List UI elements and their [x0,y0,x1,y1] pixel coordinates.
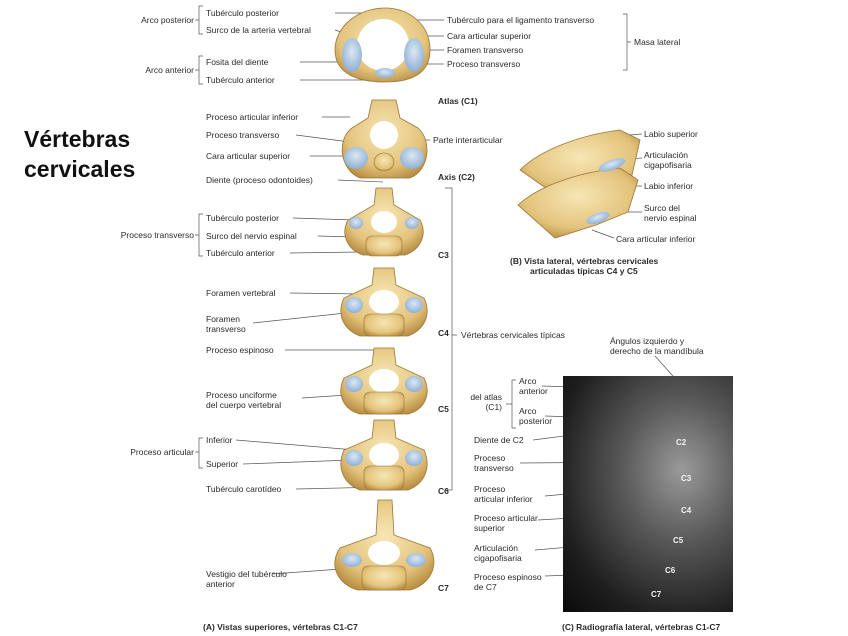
label-superior-lip: Labio superior [644,129,698,139]
xray-c6: C6 [665,566,676,575]
label-atlas-group-2: (C1) [485,402,502,412]
label-pars-interarticularis: Parte interarticular [433,135,503,145]
label-xray-iap-1: Proceso [474,484,506,494]
label-vertebral-body: del cuerpo vertebral [206,400,282,410]
xray-c5: C5 [673,536,684,545]
page-title: Vértebras cervicales [24,126,136,182]
c3-group-transverse-process: Proceso transverso [120,230,194,240]
label-axis-superior-facet: Cara articular superior [206,151,291,161]
label-c2-dens: Diente de C2 [474,435,524,445]
caption-a: (A) Vistas superiores, vértebras C1-C7 [203,622,358,632]
label-transverse-process: Proceso transverso [447,59,521,69]
c6-group-articular-process: Proceso articular [130,447,194,457]
xray-c4: C4 [681,506,692,515]
label-zygapophyseal-2: cigapofisaria [644,160,692,170]
c7-illustration [334,499,435,591]
label-typical-cervical: Vértebras cervicales típicas [461,330,565,340]
caption-b-1: (B) Vista lateral, vértebras cervicales [510,256,659,266]
label-xray-zyg-1: Articulación [474,543,518,553]
caption-c: (C) Radiografía lateral, vértebras C1-C7 [562,622,721,632]
c6-name: C6 [438,486,449,496]
label-arch-2: Arco [519,406,537,416]
xray-c2: C2 [676,438,687,447]
caption-b-2: articuladas típicas C4 y C5 [530,266,638,276]
label-transverse-foramen: Foramen transverso [447,45,524,55]
label-carotid-tubercle: Tubérculo carotídeo [206,484,282,494]
c4-illustration [340,267,428,337]
label-c4-foramen: Foramen [206,314,241,324]
label-mandible-2: derecho de la mandíbula [610,346,704,356]
label-vertebral-foramen: Foramen vertebral [206,288,276,298]
label-transverse-ligament-tubercle: Tubérculo para el ligamento transverso [447,15,595,25]
label-dens: Diente (proceso odontoides) [206,175,313,185]
label-inferior-lip: Labio inferior [644,181,694,191]
atlas-illustration [334,7,431,83]
label-xray-tp-2: transverso [474,463,514,473]
lateral-vertebrae-illustration [517,129,641,239]
label-spinal-nerve-groove: Surco del nervio espinal [206,231,297,241]
label-axis-transverse-process: Proceso transverso [206,130,280,140]
label-arch-anterior: anterior [519,386,548,396]
c3-illustration [344,187,424,257]
label-uncinate-process: Proceso unciforme [206,390,277,400]
label-mandible-1: Ángulos izquierdo y [610,336,685,346]
atlas-name: Atlas (C1) [438,96,478,106]
atlas-group-anterior-arch: Arco anterior [145,65,194,75]
c4-name: C4 [438,328,449,338]
label-arch-posterior: posterior [519,416,553,426]
label-xray-tp-1: Proceso [474,453,506,463]
label-c3-anterior-tubercle: Tubérculo anterior [206,248,275,258]
label-superior-articular-facet: Cara articular superior [447,31,532,41]
label-spinous-process: Proceso espinoso [206,345,274,355]
label-dens-facet: Fosita del diente [206,57,269,67]
c6-illustration [340,419,428,491]
c7-name: C7 [438,583,449,593]
label-vertebral-artery-groove: Surco de la arteria vertebral [206,25,311,35]
label-nerve-groove-2: nervio espinal [644,213,697,223]
xray-c3: C3 [681,474,692,483]
label-vestigial-tubercle: Vestigio del tubérculo [206,569,287,579]
label-xray-sp-2: de C7 [474,582,497,592]
label-atlas-group-1: del atlas [470,392,502,402]
axis-illustration [341,99,428,179]
xray-radiograph: C2 C3 C4 C5 C6 C7 [563,376,733,612]
label-xray-iap-2: articular inferior [474,494,533,504]
xray-c7: C7 [651,590,662,599]
label-arch-1: Arco [519,376,537,386]
label-xray-sp-1: Proceso espinoso [474,572,542,582]
label-superior: Superior [206,459,239,469]
label-posterior-tubercle: Tubérculo posterior [206,8,279,18]
label-inferior-articular-process: Proceso articular inferior [206,112,299,122]
label-inferior-facet: Cara articular inferior [616,234,696,244]
label-c3-posterior-tubercle: Tubérculo posterior [206,213,279,223]
c5-illustration [340,347,428,415]
label-nerve-groove-1: Surco del [644,203,680,213]
label-vestigial-anterior: anterior [206,579,235,589]
atlas-group-posterior-arch: Arco posterior [141,15,194,25]
atlas-group-lateral-mass: Masa lateral [634,37,681,47]
label-inferior: Inferior [206,435,233,445]
label-c4-transverse: transverso [206,324,246,334]
axis-name: Axis (C2) [438,172,475,182]
label-xray-sap-2: superior [474,523,505,533]
c5-name: C5 [438,404,449,414]
label-xray-sap-1: Proceso articular [474,513,538,523]
label-anterior-tubercle: Tubérculo anterior [206,75,275,85]
label-xray-zyg-2: cigapofisaria [474,553,522,563]
c3-name: C3 [438,250,449,260]
label-zygapophyseal-1: Articulación [644,150,688,160]
